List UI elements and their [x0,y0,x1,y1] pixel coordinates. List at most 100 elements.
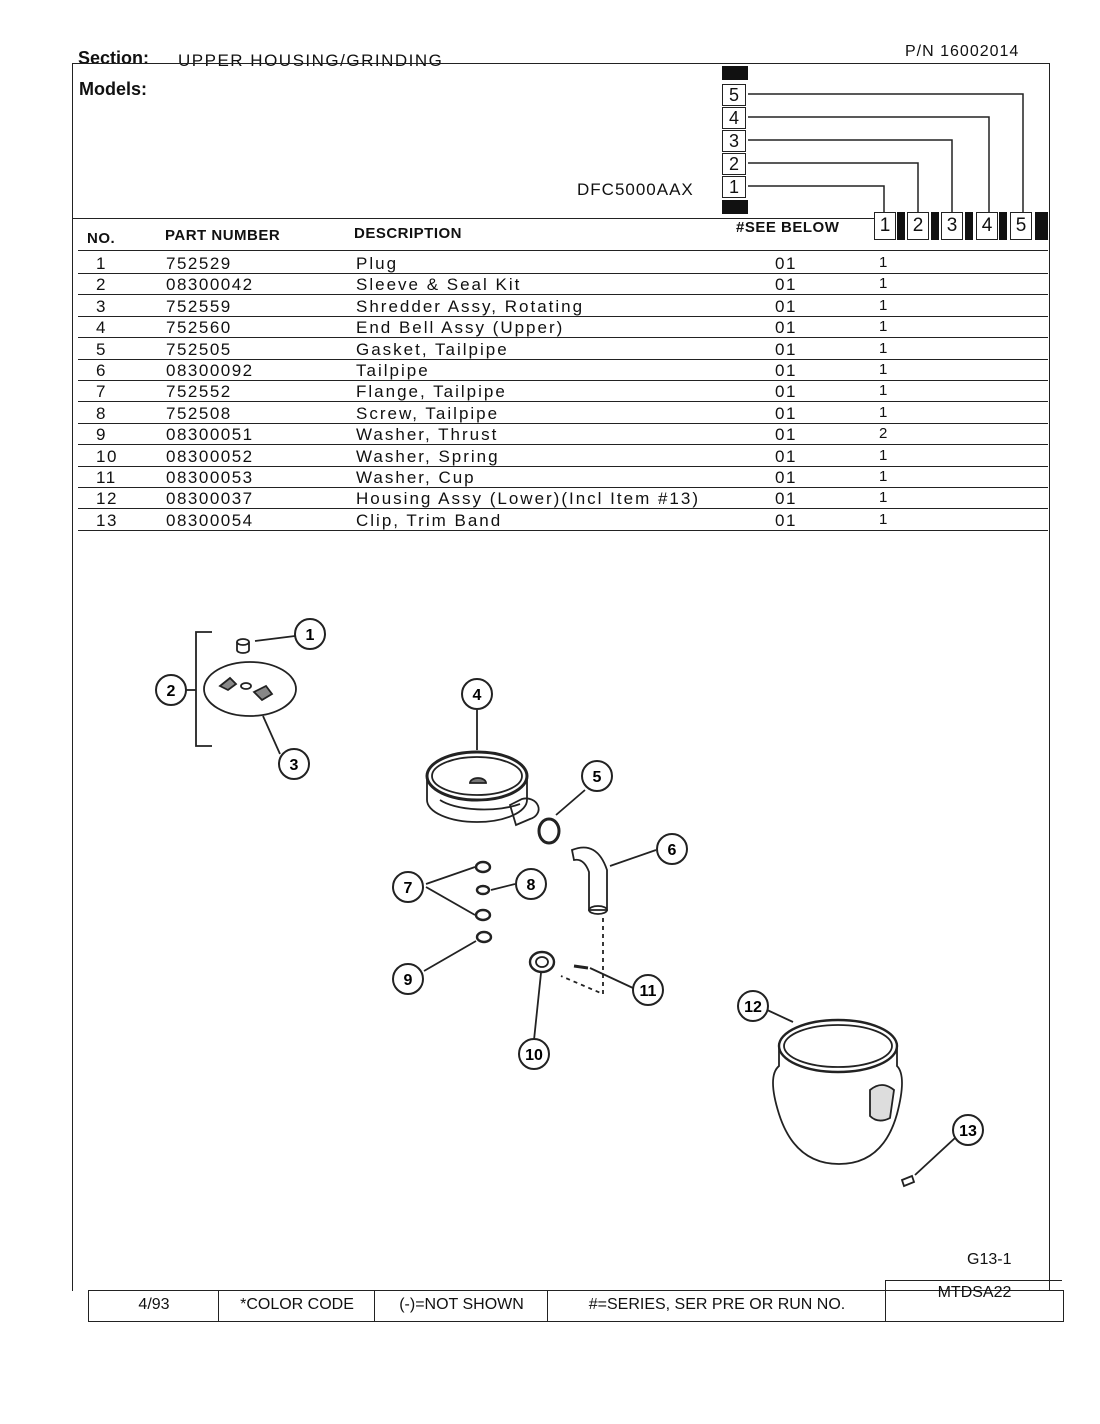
callout-label-12: 12 [744,999,762,1016]
see-below-code: 01 [775,510,797,530]
see-below-code: 01 [775,254,797,273]
part-number: 08300042 [166,275,254,295]
part-description: Flange, Tailpipe [356,382,507,402]
model-1-qty: 1 [879,382,889,400]
footer-div-1 [218,1290,219,1322]
part-description: Gasket, Tailpipe [356,339,509,359]
item-number: 2 [96,275,107,295]
col-no: NO. [87,230,116,247]
part-number: 752508 [166,403,232,423]
callout-label-5: 5 [593,769,602,786]
footer-div-2 [374,1290,375,1322]
footer-doc-code: MTDSA22 [937,1284,1012,1301]
callout-circle-4 [461,678,493,710]
table-top-line [78,250,1048,251]
model-box-3: 3 [722,130,746,152]
footer-doc-top [885,1280,1062,1281]
see-below-code: 01 [775,403,797,423]
model-1-qty: 1 [879,275,889,293]
part-description: Sleeve & Seal Kit [356,275,522,295]
item-number: 3 [96,296,107,316]
callout-label-2: 2 [167,683,176,700]
header-divider [72,218,878,219]
col-part-number: PART NUMBER [165,227,281,244]
model-col-2: 2 [907,212,929,240]
see-below-code: 01 [775,296,797,316]
item-number: 6 [96,361,107,380]
part-number: 752505 [166,339,232,359]
model-name: DFC5000AAX [577,180,694,199]
col-sep-5 [1035,212,1048,240]
model-1-qty: 1 [879,361,889,378]
part-description: End Bell Assy (Upper) [356,318,565,338]
item-number: 4 [96,318,107,338]
footer-div-3 [547,1290,548,1322]
see-below-code: 01 [775,382,797,402]
model-1-qty: 1 [879,254,889,271]
model-1-qty: 1 [879,468,889,485]
table-row: 12 08300037 Housing Assy (Lower)(Incl Item… [78,487,1048,510]
model-1-qty: 1 [879,403,889,421]
item-number: 10 [96,446,118,466]
part-description: Shredder Assy, Rotating [356,296,585,316]
callout-circle-2 [155,674,187,706]
callout-circle-9 [392,963,424,995]
table-row: 2 08300042 Sleeve & Seal Kit 01 1 [78,273,1048,296]
item-number: 9 [96,425,107,445]
callout-label-11: 11 [640,983,657,1000]
sheet-frame [72,63,1050,1291]
col-sep-2 [931,212,939,240]
col-see-below: #SEE BELOW [736,219,840,236]
part-number: 08300054 [166,510,254,530]
models-label: Models: [79,79,148,99]
callout-circle-3 [278,748,310,780]
see-below-code: 01 [775,275,797,295]
model-col-4: 4 [976,212,998,240]
callout-circle-8 [515,868,547,900]
part-number: 08300052 [166,446,254,466]
callout-label-1: 1 [306,627,315,644]
part-number: 08300053 [166,468,254,487]
part-description: Clip, Trim Band [356,510,503,530]
model-1-qty: 1 [879,318,889,336]
item-number: 8 [96,403,107,423]
item-number: 13 [96,510,118,530]
item-number: 12 [96,489,118,509]
see-below-code: 01 [775,446,797,466]
part-number: 08300037 [166,489,254,509]
callout-label-10: 10 [525,1047,543,1064]
col-sep-1 [897,212,905,240]
footer-color-code: *COLOR CODE [240,1296,354,1313]
part-description: Plug [356,254,399,273]
callout-label-13: 13 [959,1123,977,1140]
model-1-qty: 1 [879,296,889,314]
section-title: UPPER HOUSING/GRINDING [178,51,444,70]
see-below-code: 01 [775,361,797,380]
part-number-header: P/N 16002014 [905,43,1020,60]
callout-circle-10 [518,1038,550,1070]
see-below-code: 01 [775,425,797,445]
see-below-code: 01 [775,468,797,487]
model-1-qty: 1 [879,339,889,357]
model-col-1: 1 [874,212,896,240]
see-below-code: 01 [775,489,797,509]
callout-circle-6 [656,833,688,865]
part-description: Housing Assy (Lower)(Incl Item #13) [356,489,700,509]
model-1-qty: 1 [879,510,889,528]
callout-label-6: 6 [668,842,677,859]
callout-circle-5 [581,760,613,792]
footer-date: 4/93 [138,1296,170,1313]
part-number: 752529 [166,254,232,273]
callout-label-3: 3 [290,757,299,774]
item-number: 7 [96,382,107,402]
callout-label-7: 7 [404,880,413,897]
callout-circle-11 [632,974,664,1006]
